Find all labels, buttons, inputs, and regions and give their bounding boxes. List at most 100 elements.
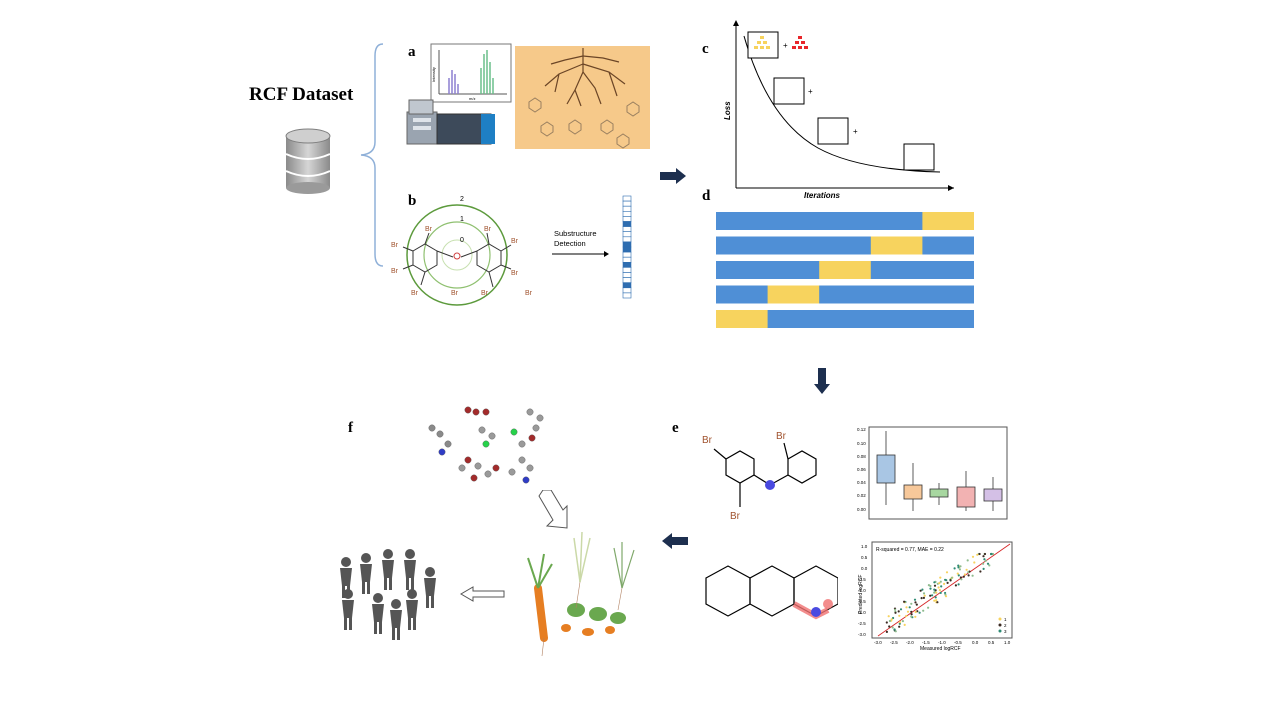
scatter-point <box>910 613 913 616</box>
scatter-point <box>888 625 891 628</box>
panel-e-molecule-top: Br Br Br <box>702 431 817 522</box>
svg-text:0.08: 0.08 <box>857 454 866 459</box>
molecule-atom <box>526 464 534 472</box>
scatter-point <box>990 552 993 556</box>
molecule-atom <box>464 406 472 414</box>
svg-text:1.0: 1.0 <box>861 544 868 549</box>
panel-c-letter: c <box>702 41 709 57</box>
scatter-point <box>915 603 918 606</box>
panel-f-letter: f <box>348 420 353 436</box>
fingerprint-bit <box>622 262 632 268</box>
scatter-point <box>914 601 917 604</box>
scatter-point <box>967 574 970 577</box>
person-leg <box>374 622 377 634</box>
person-body <box>390 610 402 628</box>
panel-e-molecule-bottom <box>705 565 838 620</box>
fingerprint-bit <box>622 292 632 299</box>
scatter-point <box>950 576 953 579</box>
scatter-chart: R-squared = 0.77, MAE = 0.22 Measured lo… <box>858 541 1013 652</box>
fingerprint-bit <box>622 277 632 283</box>
person-head <box>373 593 383 603</box>
scatter-point <box>979 570 982 573</box>
fold-train-bar <box>716 236 974 255</box>
molecule-atom <box>428 424 436 432</box>
scatter-point <box>933 584 937 587</box>
scatter-point <box>929 587 932 590</box>
fingerprint-bit <box>622 256 632 263</box>
scatter-point <box>927 584 930 587</box>
person-body <box>404 560 416 578</box>
scatter-point <box>956 572 959 575</box>
scatter-point <box>888 619 891 623</box>
person-body <box>406 600 418 618</box>
scatter-point <box>953 567 956 570</box>
br-label: Br <box>411 290 419 297</box>
scatter-point <box>938 589 941 592</box>
person-leg <box>392 628 395 640</box>
scatter-point <box>978 552 981 556</box>
panel-b-letter: b <box>408 193 417 209</box>
boxplot-chart: 0.120.10 0.080.06 0.040.02 0.00 <box>857 426 1008 520</box>
scatter-point <box>984 559 987 562</box>
panel-e-letter: e <box>672 420 679 436</box>
person-leg <box>367 582 370 594</box>
br-label: Br <box>730 511 741 522</box>
molecule-atom <box>470 474 478 482</box>
svg-text:-1.5: -1.5 <box>922 640 930 645</box>
scatter-xlabel: Measured logRCF <box>920 646 961 652</box>
person-body <box>342 600 354 618</box>
scatter-point <box>933 588 936 591</box>
dataset-title: RCF Dataset <box>249 84 354 105</box>
br-label: Br <box>391 242 399 249</box>
svg-text:-0.5: -0.5 <box>954 640 962 645</box>
scatter-point <box>901 620 904 623</box>
scatter-point <box>957 574 960 577</box>
svg-text:1.0: 1.0 <box>1004 640 1011 645</box>
fingerprint-bit <box>622 200 632 207</box>
scatter-point <box>976 553 979 556</box>
curly-brace <box>360 43 384 267</box>
fold-train-bar <box>716 285 974 304</box>
svg-text:-1.0: -1.0 <box>938 640 946 645</box>
person-leg <box>379 622 382 634</box>
fingerprint-bit <box>622 267 632 273</box>
arrow-left-hollow <box>460 586 505 602</box>
molecule-atom <box>536 414 544 422</box>
person-head <box>361 553 371 563</box>
people-icon <box>340 549 436 640</box>
loss-plot: Loss Iterations +++ <box>723 20 954 200</box>
scatter-point <box>982 562 985 565</box>
person-body <box>382 560 394 578</box>
svg-text:-1.0: -1.0 <box>858 588 866 593</box>
scatter-point <box>939 591 942 594</box>
scatter-point <box>986 562 990 565</box>
spectrum-xlabel: m/z <box>469 96 475 101</box>
scatter-point <box>919 589 922 592</box>
arrow-left <box>662 533 688 549</box>
panel-b-molecule: 2 1 0 Br Br Br Br Br Br Br Br Br Br <box>391 196 533 306</box>
spectrum-ylabel: Intensity <box>431 67 436 82</box>
scatter-point <box>935 591 938 594</box>
fingerprint-bit <box>622 287 632 294</box>
person-head <box>425 567 435 577</box>
molecule-atom <box>492 464 500 472</box>
scatter-point <box>963 573 966 576</box>
substructure-detection: Substructure Detection <box>552 229 609 257</box>
br-label: Br <box>776 431 787 442</box>
scatter-point <box>945 571 949 574</box>
arrow-right <box>660 168 686 184</box>
molecule-atom <box>474 462 482 470</box>
svg-text:0.02: 0.02 <box>857 493 866 498</box>
scatter-point <box>983 558 986 561</box>
scatter-point <box>892 616 895 620</box>
scatter-point <box>933 581 936 584</box>
scatter-point <box>971 574 974 577</box>
svg-text:+: + <box>783 41 788 50</box>
scatter-point <box>959 576 962 579</box>
scatter-point <box>922 596 925 599</box>
scatter-point <box>894 630 897 633</box>
svg-text:0.12: 0.12 <box>857 427 866 432</box>
scatter-ylabel: Predicted logRCF <box>858 575 864 614</box>
person-leg <box>426 596 429 608</box>
scatter-point <box>935 599 938 602</box>
